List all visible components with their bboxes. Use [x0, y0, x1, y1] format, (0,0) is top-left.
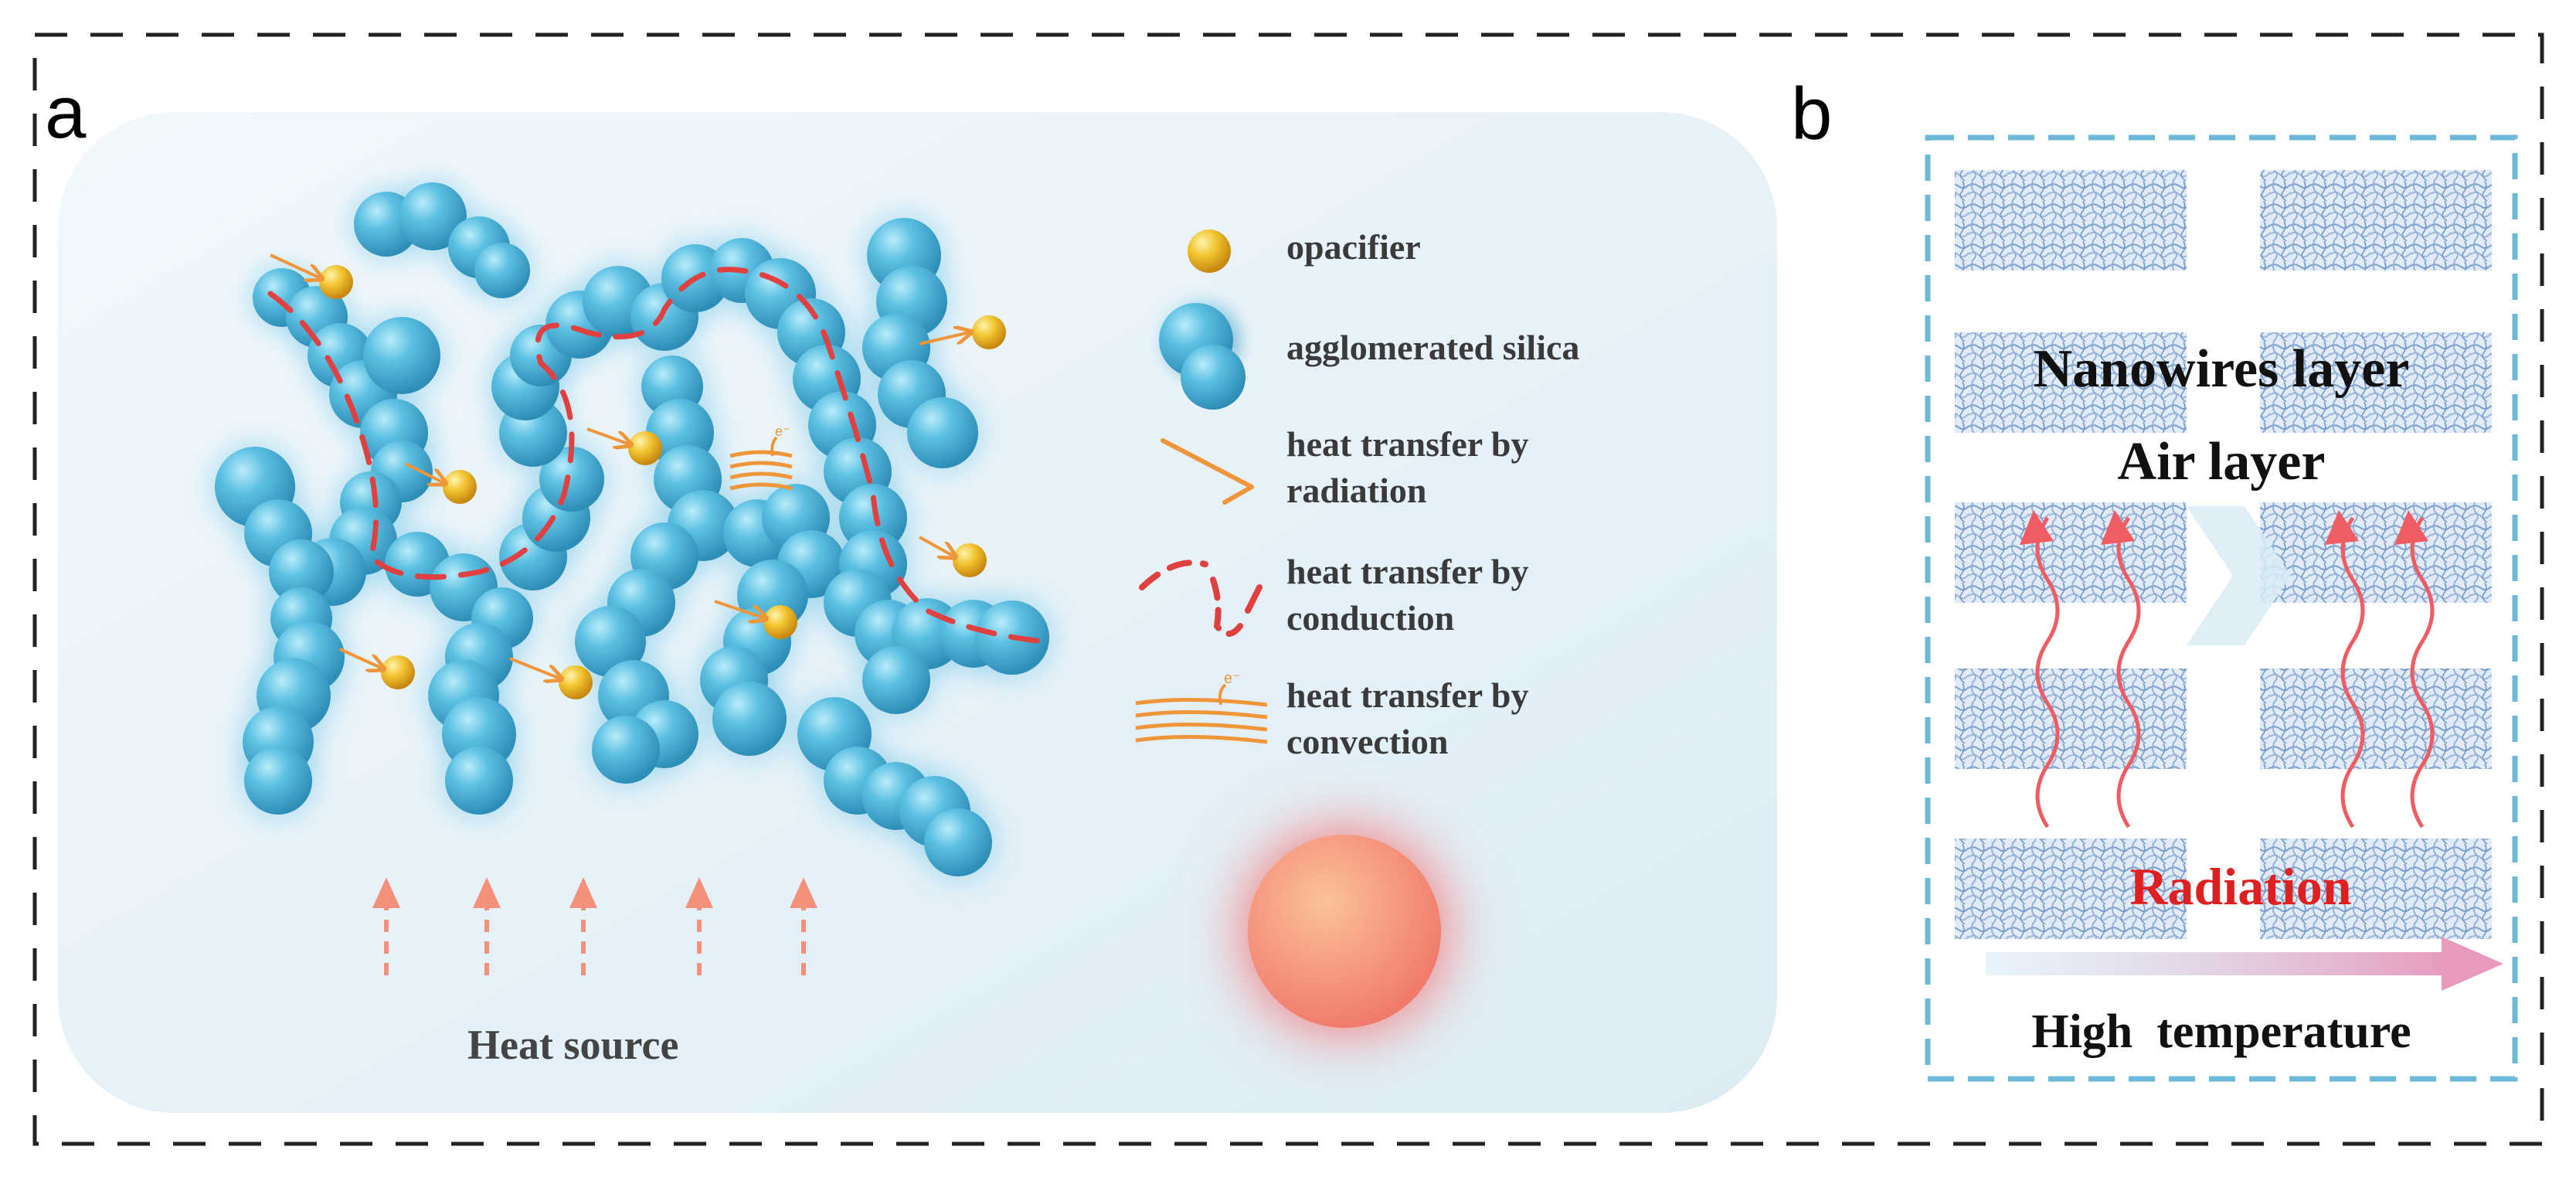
- temperature-label: High temperature: [2031, 1005, 2411, 1058]
- legend-silica-icon: [1159, 300, 1246, 410]
- legend-conduction-icon: [1139, 560, 1263, 637]
- heat-source-arrows: [372, 877, 817, 975]
- legend-convection-label: heat transfer by convection: [1286, 675, 1538, 761]
- radiation-label: Radiation: [2129, 857, 2351, 916]
- legend-opacifier-icon: [1188, 230, 1231, 273]
- legend-silica-label: agglomerated silica: [1286, 328, 1579, 367]
- legend-opacifier-label: opacifier: [1286, 227, 1421, 267]
- chevron-icon: [2187, 506, 2291, 645]
- conduction-path: [267, 267, 1046, 645]
- silica-network: [207, 175, 1057, 884]
- legend: opacifier agglomerated silica heat trans…: [1135, 227, 1579, 1067]
- temperature-gradient-arrow: [1986, 937, 2503, 991]
- nanowires-layer-label: Nanowires layer: [2034, 339, 2410, 399]
- outer-dashed-frame: [32, 32, 2544, 1146]
- heat-source-sphere: [1209, 796, 1480, 1067]
- radiation-wave-arrows: [2020, 510, 2435, 828]
- convection-symbol-network: e⁻: [729, 424, 793, 491]
- air-layer-label: Air layer: [2118, 432, 2326, 492]
- heat-source-label: Heat source: [467, 1022, 678, 1068]
- legend-convection-icon: e⁻: [1135, 670, 1268, 744]
- legend-radiation-icon: [1161, 438, 1254, 505]
- nanowire-blocks: [1955, 170, 2492, 939]
- panel-b: b Nanowires layer Air layer Radiation Hi…: [1791, 73, 2518, 1082]
- panel-a: a e⁻ Heat source opacifier: [45, 71, 1777, 1113]
- radiation-arrows: [270, 253, 970, 679]
- svg-text:e⁻: e⁻: [1224, 670, 1241, 687]
- panel-b-label: b: [1791, 73, 1832, 155]
- legend-radiation-label: heat transfer by radiation: [1286, 424, 1538, 510]
- panel-a-label: a: [45, 71, 87, 154]
- svg-text:e⁻: e⁻: [775, 424, 790, 439]
- legend-conduction-label: heat transfer by conduction: [1286, 552, 1538, 638]
